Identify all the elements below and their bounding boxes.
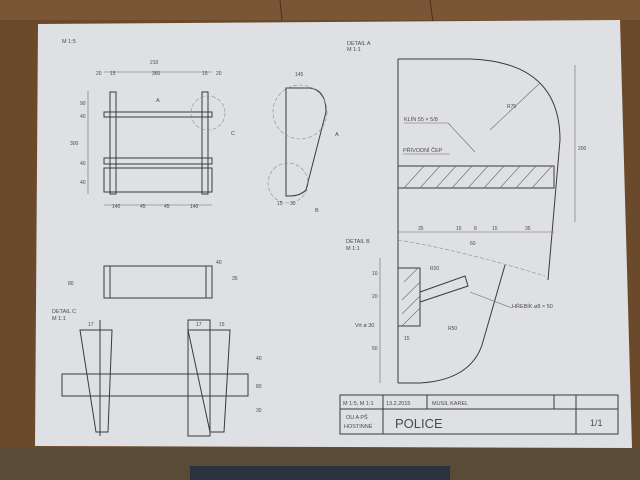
title-block-title: POLICE — [395, 416, 443, 431]
title-block-sheet: 1/1 — [590, 418, 603, 428]
title-block: M 1:5, M 1:1 13.2.2015 MUSIL KAREL OU A … — [339, 394, 619, 435]
svg-text:B: B — [315, 208, 319, 214]
title-block-school: OU A PŠ — [346, 414, 368, 421]
title-block-date: 13.2.2015 — [386, 401, 410, 407]
svg-text:15: 15 — [492, 226, 498, 232]
svg-text:DETAIL C: DETAIL C — [52, 309, 76, 315]
svg-text:60: 60 — [470, 241, 476, 247]
svg-text:45: 45 — [140, 204, 146, 210]
svg-text:40: 40 — [80, 180, 86, 186]
svg-text:15: 15 — [202, 71, 208, 77]
svg-text:KLÍN 55 × 5/8: KLÍN 55 × 5/8 — [404, 116, 438, 123]
svg-text:40: 40 — [256, 356, 262, 362]
svg-text:Vrt ø 30: Vrt ø 30 — [355, 323, 374, 329]
svg-text:M 1:1: M 1:1 — [52, 316, 66, 322]
svg-text:30: 30 — [256, 408, 262, 414]
svg-text:210: 210 — [150, 60, 159, 66]
svg-text:20: 20 — [216, 71, 222, 77]
svg-text:140: 140 — [190, 204, 199, 210]
svg-text:DETAIL A: DETAIL A — [347, 41, 371, 47]
svg-text:140: 140 — [112, 204, 121, 210]
top-view: 80 40 35 — [68, 260, 238, 299]
svg-text:35: 35 — [418, 226, 424, 232]
svg-text:8: 8 — [474, 226, 477, 232]
svg-text:PŘÍVODNÍ ČEP: PŘÍVODNÍ ČEP — [403, 146, 443, 154]
svg-text:145: 145 — [295, 72, 304, 78]
svg-text:35: 35 — [525, 226, 531, 232]
svg-text:80: 80 — [68, 281, 74, 287]
svg-text:15: 15 — [110, 71, 116, 77]
drawing-sheet — [35, 20, 632, 448]
svg-text:40: 40 — [216, 260, 222, 266]
front-view-scale: M 1:5 — [62, 39, 76, 45]
detail-a: DETAIL A M 1:1 R75 200 KLÍN 55 × 5/8 PŘÍ… — [347, 41, 587, 281]
detail-c-circle — [190, 95, 226, 131]
svg-text:R75: R75 — [507, 104, 516, 110]
svg-text:17: 17 — [88, 322, 94, 328]
svg-text:15: 15 — [219, 322, 225, 328]
svg-text:200: 200 — [578, 146, 587, 152]
svg-text:DETAIL B: DETAIL B — [346, 239, 370, 245]
svg-text:20: 20 — [96, 71, 102, 77]
detail-c: DETAIL C M 1:1 17 17 15 40 80 30 — [52, 309, 262, 437]
table-plank — [0, 0, 640, 20]
svg-text:30: 30 — [290, 201, 296, 207]
svg-text:C: C — [231, 131, 235, 137]
svg-text:360: 360 — [152, 71, 161, 77]
floor-object — [190, 466, 450, 480]
svg-text:A: A — [156, 98, 160, 104]
svg-text:10: 10 — [372, 271, 378, 277]
svg-text:R20: R20 — [430, 266, 439, 272]
svg-text:R50: R50 — [448, 326, 457, 332]
title-block-scale: M 1:5, M 1:1 — [343, 401, 374, 407]
svg-text:45: 45 — [164, 204, 170, 210]
svg-text:50: 50 — [372, 346, 378, 352]
svg-text:35: 35 — [232, 276, 238, 282]
svg-text:17: 17 — [196, 322, 202, 328]
svg-text:HŘEBÍK ø8 × 50: HŘEBÍK ø8 × 50 — [512, 302, 553, 310]
svg-text:40: 40 — [80, 161, 86, 167]
svg-text:15: 15 — [404, 336, 410, 342]
svg-text:A: A — [335, 132, 339, 138]
front-view: M 1:5 210 20 15 360 15 20 300 90 40 40 4… — [62, 39, 235, 210]
side-view: 145 A B 15 30 — [267, 72, 339, 214]
svg-text:40: 40 — [80, 114, 86, 120]
plank-seam — [429, 0, 434, 23]
detail-b: DETAIL B M 1:1 R20 R50 HŘEBÍK ø8 × 50 Vr… — [346, 239, 553, 384]
svg-text:15: 15 — [456, 226, 462, 232]
title-block-town: HOSTINNÉ — [344, 423, 373, 430]
svg-text:M 1:1: M 1:1 — [346, 246, 360, 252]
title-block-author: MUSIL KAREL — [432, 401, 468, 407]
plank-seam — [279, 0, 283, 21]
svg-text:20: 20 — [372, 294, 378, 300]
svg-text:15: 15 — [277, 201, 283, 207]
svg-text:M 1:1: M 1:1 — [347, 47, 361, 53]
svg-text:80: 80 — [256, 384, 262, 390]
svg-text:300: 300 — [70, 141, 79, 147]
svg-text:90: 90 — [80, 101, 86, 107]
